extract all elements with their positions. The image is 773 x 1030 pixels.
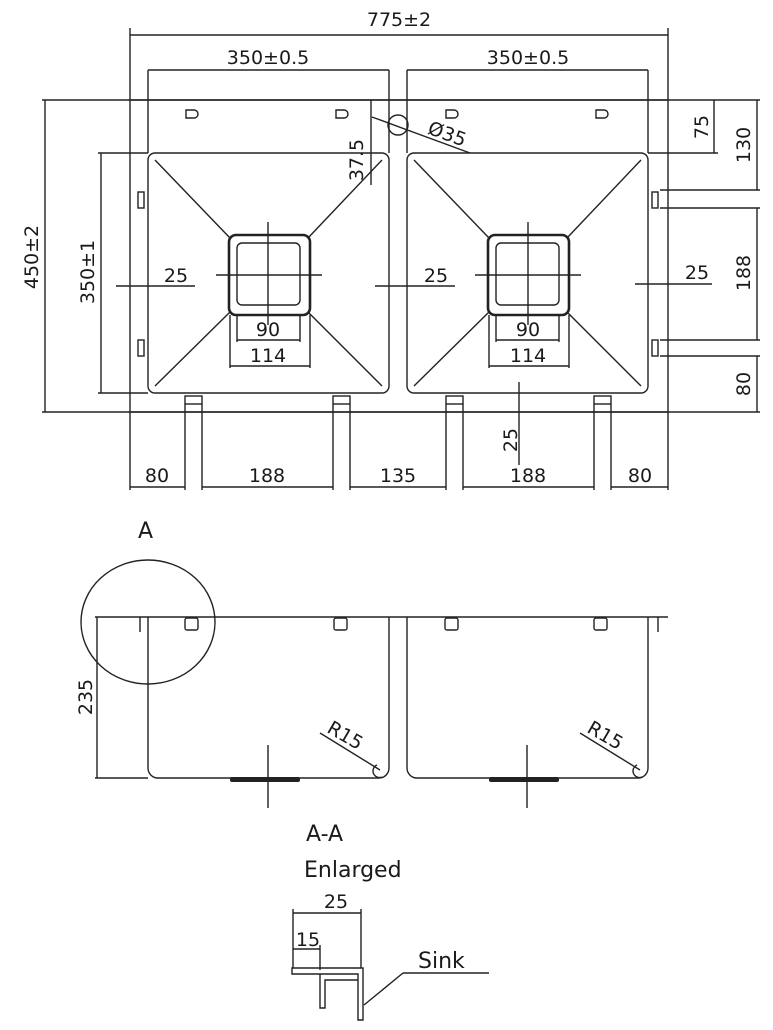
detail-width-15: 15 [296,929,320,951]
detail-marker-label: A [138,519,153,544]
detail-view: A-A Enlarged 25 15 Sink [291,822,489,1021]
bottom-wall-offset-label: 25 [500,428,522,452]
left-bowl-width-label: 350±0.5 [227,47,309,69]
depth-label: 235 [75,679,97,715]
sink-label: Sink [418,949,465,974]
right-dim-75: 75 [691,115,713,139]
right-wall-offset-label: 25 [685,262,709,284]
middle-wall-offset-label: 25 [424,265,448,287]
bottom-dim-80-right: 80 [628,465,652,487]
bottom-dim-135: 135 [380,465,416,487]
right-dim-130: 130 [733,127,755,163]
right-bowl-outline [406,152,649,394]
tap-hole-icon [387,114,409,136]
detail-circle [80,559,216,685]
right-drain-outer-label: 114 [510,345,546,367]
left-drain-outer-label: 114 [250,345,286,367]
overall-depth-label: 450±2 [21,225,43,289]
overall-width-label: 775±2 [367,9,431,31]
left-bowl-details [116,159,455,387]
right-bowl-width-label: 350±0.5 [487,47,569,69]
bowl-depth-label: 350±1 [77,240,99,304]
right-bowl-details [413,159,712,465]
section-clips [184,617,608,631]
detail-width-25: 25 [324,891,348,913]
clip-profile [319,974,358,1009]
left-drain-inner-label: 90 [256,319,280,341]
detail-title: A-A [306,822,343,847]
right-drain-inner-label: 90 [516,319,540,341]
detail-subtitle: Enlarged [304,858,402,883]
flange-outline [129,99,669,413]
left-bowl-outline [147,152,390,394]
right-dim-188: 188 [733,255,755,291]
tap-offset-label: 37.5 [346,139,368,181]
right-drain-section [489,777,559,782]
tap-hole-diameter-label: Ø35 [425,117,469,151]
bottom-dim-188-right: 188 [510,465,546,487]
left-drain-section [230,777,300,782]
top-view: 775±2 350±0.5 350±0.5 450±2 350±1 37.5 Ø… [21,9,760,490]
bottom-dim-80-left: 80 [145,465,169,487]
mounting-clips [137,109,659,405]
section-view: 235 A R15 R15 [75,519,668,808]
left-wall-offset-label: 25 [164,265,188,287]
sink-edge-profile [291,967,364,1021]
bottom-dim-188-left: 188 [249,465,285,487]
right-dim-80: 80 [733,372,755,396]
